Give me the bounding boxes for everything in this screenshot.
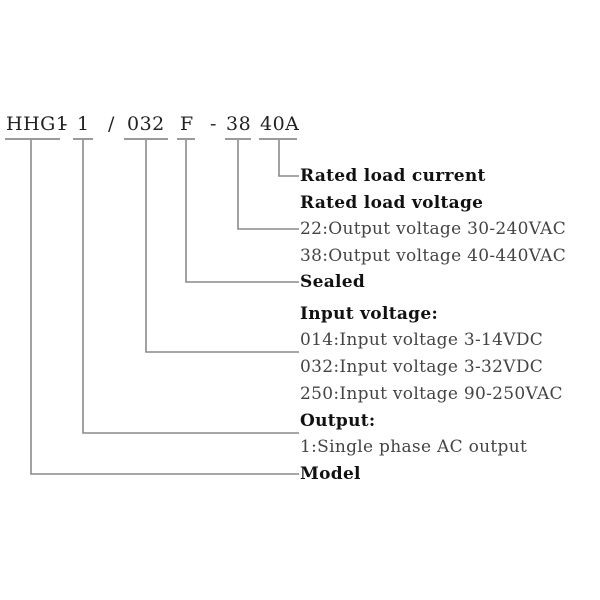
code-slash: /: [108, 113, 115, 135]
code-input: 032: [127, 113, 165, 135]
underline-model: [5, 138, 60, 140]
code-current: 40A: [260, 113, 300, 135]
code-voltage: 38: [226, 113, 252, 135]
option-output-1: 1:Single phase AC output: [300, 437, 528, 457]
label-input-voltage: Input voltage:: [300, 304, 439, 324]
underline-voltage: [225, 138, 251, 140]
label-rated-load-current: Rated load current: [300, 166, 486, 186]
option-input-250: 250:Input voltage 90-250VAC: [300, 384, 563, 404]
label-sealed: Sealed: [300, 272, 366, 292]
underline-current: [259, 138, 297, 140]
connector-current: [278, 140, 299, 177]
label-model: Model: [300, 464, 361, 484]
option-voltage-38: 38:Output voltage 40-440VAC: [300, 246, 567, 266]
connector-input: [145, 140, 299, 353]
underline-sealed: [177, 138, 195, 140]
underline-input: [124, 138, 168, 140]
underline-output: [73, 138, 93, 140]
connector-voltage: [237, 140, 299, 230]
option-input-032: 032:Input voltage 3-32VDC: [300, 357, 544, 377]
connector-sealed: [185, 140, 299, 283]
label-rated-load-voltage: Rated load voltage: [300, 193, 484, 213]
label-output: Output:: [300, 411, 376, 431]
code-output: 1: [77, 113, 90, 135]
code-model: HHG1: [6, 113, 69, 135]
code-separator: -: [210, 113, 217, 135]
code-sealed: F: [180, 113, 194, 135]
option-input-014: 014:Input voltage 3-14VDC: [300, 330, 544, 350]
connector-output: [82, 140, 299, 434]
option-voltage-22: 22:Output voltage 30-240VAC: [300, 219, 567, 239]
code-separator: -: [61, 113, 68, 135]
connector-model: [30, 140, 299, 475]
